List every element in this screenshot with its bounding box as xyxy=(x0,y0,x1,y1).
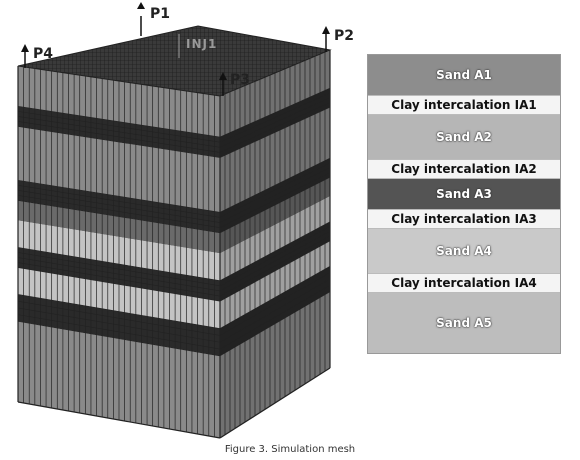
legend-layer-clay-intercalation-ia3: Clay intercalation IA3 xyxy=(368,209,560,229)
right-grid-row xyxy=(219,278,331,343)
front-grid-row xyxy=(17,111,221,143)
figure-caption: Figure 3. Simulation mesh xyxy=(224,444,356,455)
right-grid-row xyxy=(219,240,331,302)
legend-layer-label: Sand A3 xyxy=(436,187,492,201)
front-grid-row xyxy=(17,179,221,213)
front-grid-row xyxy=(17,126,221,158)
legend-layer-label: Sand A5 xyxy=(436,316,492,330)
injector-marker: INJ1 xyxy=(178,34,217,58)
legend-layer-sand-a1: Sand A1 xyxy=(368,55,560,95)
mesh-front-face xyxy=(17,66,221,439)
right-grid-row xyxy=(219,167,331,223)
legend-layer-clay-intercalation-ia2: Clay intercalation IA2 xyxy=(368,159,560,179)
legend-layer-label: Clay intercalation IA4 xyxy=(391,276,537,290)
legend-layer-label: Clay intercalation IA2 xyxy=(391,162,537,176)
front-grid-row xyxy=(17,321,221,357)
mesh-right-face xyxy=(219,50,331,439)
mesh-top-face xyxy=(17,25,332,97)
right-grid-row xyxy=(219,221,331,281)
right-grid-row xyxy=(219,97,331,148)
well-p4: P4 xyxy=(21,44,53,68)
front-grid-row xyxy=(17,252,221,287)
legend-layer-label: Sand A4 xyxy=(436,244,492,258)
front-grid-row xyxy=(17,300,221,336)
injector-label: INJ1 xyxy=(186,37,217,51)
front-grid-row xyxy=(17,307,221,343)
legend-layer-clay-intercalation-ia4: Clay intercalation IA4 xyxy=(368,273,560,293)
front-grid-row xyxy=(17,200,221,234)
front-grid-row xyxy=(17,121,221,153)
right-grid-row xyxy=(219,272,331,336)
right-grid-row xyxy=(219,291,331,357)
front-grid-row xyxy=(17,314,221,350)
right-grid-row xyxy=(219,176,331,234)
mesh-edge xyxy=(219,367,331,439)
well-p1-label: P1 xyxy=(150,6,170,22)
right-grid-row xyxy=(219,235,331,297)
mesh-edge xyxy=(17,401,221,439)
right-grid-row xyxy=(219,226,331,287)
well-p4-label: P4 xyxy=(33,46,53,62)
right-grid-row xyxy=(219,265,331,329)
legend-layer-sand-a2: Sand A2 xyxy=(368,115,560,159)
well-p3-label: P3 xyxy=(230,72,250,88)
front-grid-row xyxy=(17,184,221,218)
right-grid-row xyxy=(219,285,331,350)
front-grid-row xyxy=(17,294,221,329)
well-p2: P2 xyxy=(322,26,354,52)
front-grid-row xyxy=(17,257,221,292)
well-p2-label: P2 xyxy=(334,28,354,44)
legend-layer-sand-a3: Sand A3 xyxy=(368,179,560,209)
right-grid-row xyxy=(219,172,331,228)
right-grid-row xyxy=(219,106,331,158)
right-grid-row xyxy=(219,102,331,153)
legend-layer-label: Clay intercalation IA1 xyxy=(391,98,537,112)
legend-layer-label: Clay intercalation IA3 xyxy=(391,212,537,226)
legend-layer-label: Sand A2 xyxy=(436,130,492,144)
front-grid-row xyxy=(17,106,221,138)
right-grid-row xyxy=(219,162,331,218)
well-p3: P3 xyxy=(219,72,250,96)
right-grid-row xyxy=(219,157,331,213)
legend-layer-clay-intercalation-ia1: Clay intercalation IA1 xyxy=(368,95,560,115)
right-grid-row xyxy=(219,230,331,292)
legend-layer-label: Sand A1 xyxy=(436,68,492,82)
simulation-mesh-block: P1 P2 P3 P4 INJ1 xyxy=(17,2,354,439)
front-grid-row xyxy=(17,195,221,228)
front-grid-row xyxy=(17,116,221,148)
right-grid-row xyxy=(219,92,331,143)
front-grid-row xyxy=(17,267,221,302)
front-grid-row xyxy=(17,262,221,297)
legend-layer-sand-a4: Sand A4 xyxy=(368,229,560,273)
front-grid-row xyxy=(17,247,221,281)
legend-layer-sand-a5: Sand A5 xyxy=(368,293,560,353)
right-grid-row xyxy=(219,87,331,138)
well-p1: P1 xyxy=(137,2,170,36)
front-grid-row xyxy=(17,190,221,223)
